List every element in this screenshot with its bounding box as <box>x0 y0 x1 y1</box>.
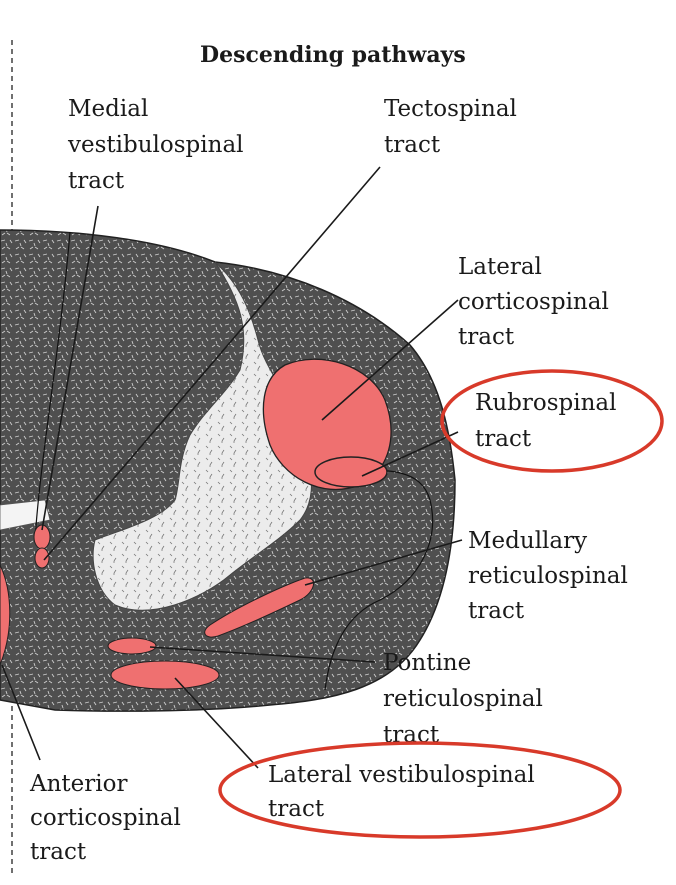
leader-lateral-corticospinal <box>321 299 459 421</box>
tract-boundary-line <box>34 231 71 541</box>
leader-medial-vestibulospinal <box>41 205 99 531</box>
anterior-corticospinal-area <box>0 564 11 666</box>
highlight-ring-rubrospinal <box>440 369 664 473</box>
leader-anterior-corticospinal <box>1 664 41 761</box>
label-lateral-vestibulospinal: Lateral vestibulospinal tract <box>268 762 542 822</box>
highlight-ring-lateral-vestibulospinal <box>218 741 622 839</box>
label-lateral-corticospinal: Lateral corticospinal tract <box>458 254 616 350</box>
leader-rubrospinal <box>361 431 459 477</box>
diagram-title: Descending pathways <box>200 42 466 68</box>
leader-pontine-reticulospinal <box>149 646 376 663</box>
leader-tectospinal <box>43 166 381 561</box>
pontine-reticulospinal-area <box>107 637 157 655</box>
label-anterior-corticospinal: Anterior corticospinal tract <box>29 771 188 865</box>
label-pontine-reticulospinal: Pontine reticulospinal tract <box>383 650 550 748</box>
tract-boundary-line <box>324 469 434 691</box>
label-rubrospinal: Rubrospinal tract <box>475 390 624 452</box>
tectospinal-area <box>34 547 50 569</box>
label-medial-vestibulospinal: Medial vestibulospinal tract <box>67 96 251 194</box>
leader-lateral-vestibulospinal <box>174 677 259 769</box>
rubrospinal-area <box>314 456 388 488</box>
label-tectospinal: Tectospinal tract <box>384 96 524 158</box>
medullary-reticulospinal-area <box>204 577 314 638</box>
leader-medullary-reticulospinal <box>304 539 463 586</box>
lateral-vestibulospinal-area <box>110 660 220 690</box>
label-medullary-reticulospinal: Medullary reticulospinal tract <box>468 528 635 624</box>
